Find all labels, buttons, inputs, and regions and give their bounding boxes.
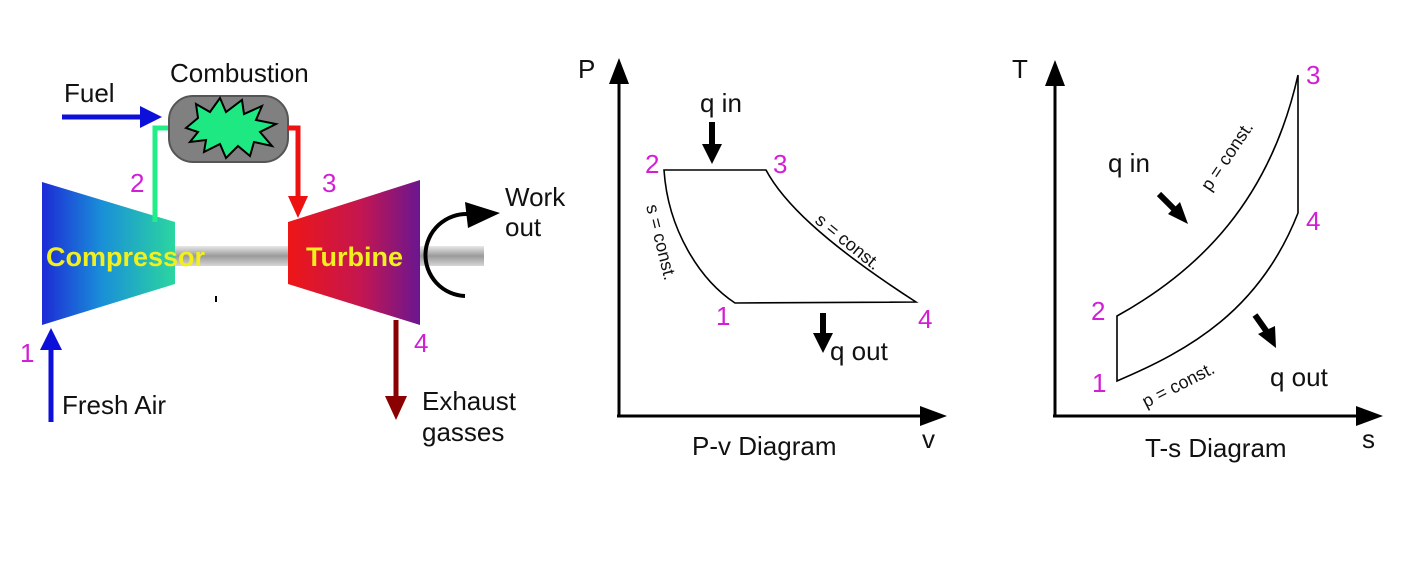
ts-state-1: 1 <box>1092 368 1106 398</box>
fresh-air-arrowhead <box>40 328 62 350</box>
exhaust-label-line1: Exhaust <box>422 386 517 416</box>
schematic-state-2: 2 <box>130 168 144 198</box>
exhaust-arrowhead <box>385 396 407 420</box>
pv-state-2: 2 <box>645 149 659 179</box>
ts-state-4: 4 <box>1306 206 1320 236</box>
compressor <box>42 182 175 325</box>
pv-q-out-arrowhead <box>813 333 833 353</box>
pv-diagram: P v P-v Diagram q in q out s = const. s … <box>578 54 947 461</box>
pv-x-arrowhead <box>920 406 947 426</box>
ts-y-arrowhead <box>1045 60 1065 86</box>
ts-q-out-arrow <box>1252 313 1270 334</box>
combustion-label: Combustion <box>170 58 309 88</box>
pv-axis-y-label: P <box>578 54 595 84</box>
pv-isentropic-left-label: s = const. <box>642 202 680 282</box>
pv-cycle-path <box>663 169 919 304</box>
pv-q-out-label: q out <box>830 336 889 366</box>
fresh-air-label: Fresh Air <box>62 390 166 420</box>
pv-state-4: 4 <box>918 304 932 334</box>
ts-q-out-arrowhead <box>1258 326 1276 348</box>
schematic-state-3: 3 <box>322 168 336 198</box>
compressor-label: Compressor <box>46 242 206 272</box>
ts-x-arrowhead <box>1356 406 1383 426</box>
pv-state-1: 1 <box>716 301 730 331</box>
work-out-label-line1: Work <box>505 182 566 212</box>
ts-q-in-arrowhead <box>1168 202 1188 224</box>
pv-q-in-arrowhead <box>702 144 722 164</box>
ts-q-in-label: q in <box>1108 148 1150 178</box>
fuel-arrowhead <box>140 106 162 128</box>
hot-gas-line <box>288 125 301 200</box>
ts-state-3: 3 <box>1306 60 1320 90</box>
ts-axis-x-label: s <box>1362 424 1375 454</box>
engine-schematic: Compressor Turbine Combustion Fuel Fresh… <box>20 58 566 447</box>
schematic-state-1: 1 <box>20 338 34 368</box>
exhaust-label-line2: gasses <box>422 417 504 447</box>
pv-q-in-label: q in <box>700 88 742 118</box>
pv-y-arrowhead <box>609 58 629 84</box>
work-out-label-line2: out <box>505 212 542 242</box>
ts-title: T-s Diagram <box>1145 433 1287 463</box>
work-out-arrowhead <box>465 202 500 228</box>
flame-icon <box>183 95 280 160</box>
turbine <box>288 180 420 325</box>
hot-gas-arrowhead <box>288 196 308 218</box>
ts-isobar-upper-label: p = const. <box>1197 118 1258 194</box>
ts-state-2: 2 <box>1091 296 1105 326</box>
schematic-state-4: 4 <box>414 328 428 358</box>
pv-axis-x-label: v <box>922 424 935 454</box>
ts-q-out-label: q out <box>1270 362 1329 392</box>
turbine-label: Turbine <box>306 242 403 272</box>
ts-diagram: T s T-s Diagram q in q out p = const. p … <box>1012 54 1383 463</box>
fuel-label: Fuel <box>64 78 115 108</box>
work-out-arrow <box>423 211 469 298</box>
pv-isentropic-right-label: s = const. <box>811 210 884 274</box>
ts-cycle-path <box>1116 74 1299 383</box>
pv-state-3: 3 <box>773 149 787 179</box>
ts-axis-y-label: T <box>1012 54 1028 84</box>
pv-title: P-v Diagram <box>692 431 836 461</box>
